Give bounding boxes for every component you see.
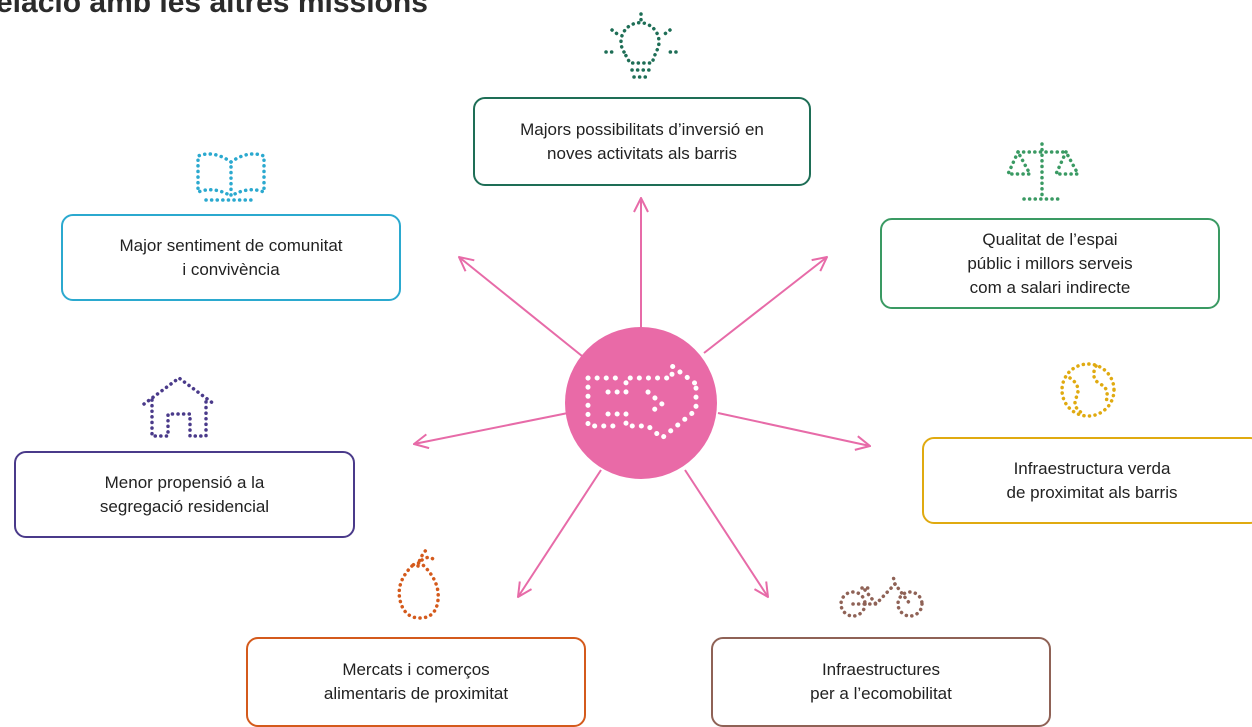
battery-arrow-icon [585,361,699,442]
box-inversio: Majors possibilitats d’inversió en noves… [473,97,811,186]
arrow-to-ecomobilitat [684,469,768,597]
house-icon [142,375,216,438]
arrow-to-comunitat [459,257,583,357]
box-mercats: Mercats i comerços alimentaris de proxim… [246,637,586,727]
scales-icon [1005,142,1081,201]
pear-icon [397,546,440,620]
box-infraestructura-verda: Infraestructura verda de proximitat als … [922,437,1252,524]
page-title: elació amb les altres missions [0,0,428,19]
box-segregacio: Menor propensió a la segregació residenc… [14,451,355,538]
lightbulb-icon [604,12,678,79]
box-espai-public: Qualitat de l’espai públic i millors ser… [880,218,1220,309]
center-circle [565,327,717,479]
arrow-to-verda [717,412,870,446]
box-comunitat: Major sentiment de comunitat i convivènc… [61,214,401,301]
arrow-to-mercats [518,469,602,597]
bicycle-icon [839,574,924,618]
box-ecomobilitat: Infraestructures per a l’ecomobilitat [711,637,1051,727]
globe-icon [1060,362,1116,418]
arrow-to-segregacio [414,412,569,444]
open-book-icon [196,152,266,202]
arrow-to-espai [703,257,827,354]
